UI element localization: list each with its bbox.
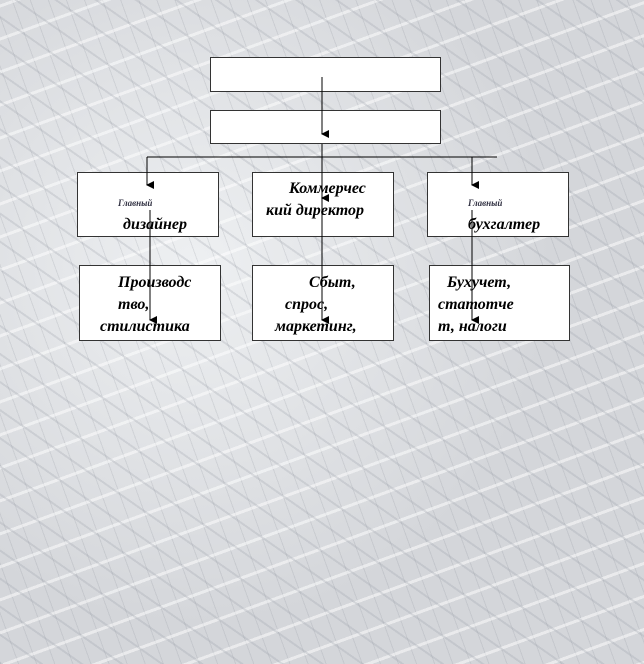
accountant-box: Главный бухгалтер — [427, 172, 569, 237]
accountant-title: бухгалтер — [468, 216, 541, 233]
commercial-director-box: Коммерчес кий директор — [252, 172, 394, 237]
designer-title: дизайнер — [123, 216, 187, 233]
sales-line3: маркетинг, — [275, 318, 357, 335]
sales-line1: Сбыт, — [309, 274, 356, 291]
accountant-title-small: Главный — [468, 198, 503, 208]
production-line1: Производс — [118, 274, 192, 291]
production-line3: стилистика — [100, 318, 190, 335]
accounting-box: Бухучет, статотче т, налоги — [429, 265, 570, 341]
top-box-2 — [210, 110, 441, 144]
production-line2: тво, — [118, 296, 150, 313]
designer-title-small: Главный — [118, 198, 153, 208]
sales-line2: спрос, — [285, 296, 329, 313]
accounting-line3: т, налоги — [438, 318, 507, 335]
accounting-line1: Бухучет, — [447, 274, 512, 291]
sales-box: Сбыт, спрос, маркетинг, — [252, 265, 394, 341]
commercial-line2: кий директор — [266, 202, 364, 219]
accounting-line2: статотче — [438, 296, 514, 313]
top-box-1 — [210, 57, 441, 92]
commercial-line1: Коммерчес — [289, 180, 366, 197]
